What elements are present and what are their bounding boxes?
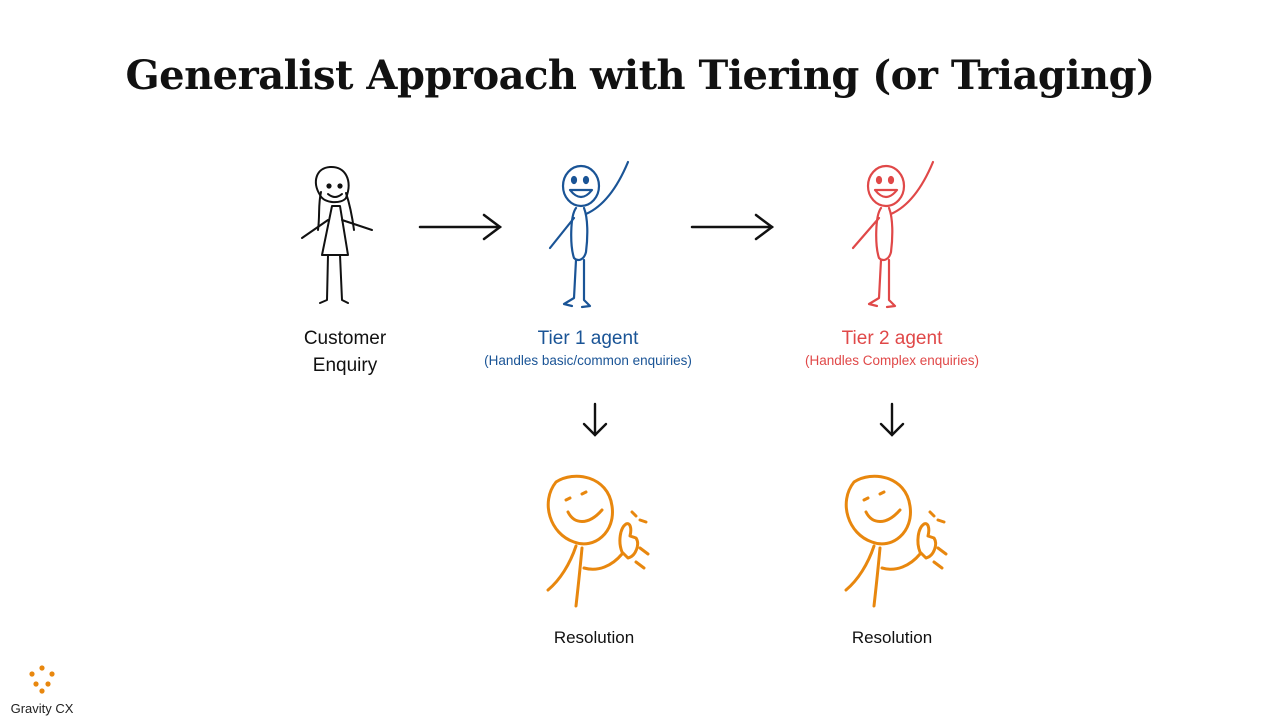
tier2-label: Tier 2 agent bbox=[841, 328, 943, 349]
tier2-agent-figure-icon bbox=[851, 160, 935, 309]
customer-label-line1: Customer bbox=[303, 328, 387, 349]
arrow-down-icon bbox=[879, 402, 905, 437]
dots-logo-icon bbox=[29, 665, 55, 694]
customer-label-line2: Enquiry bbox=[312, 355, 378, 376]
customer-label: Customer Enquiry bbox=[270, 325, 420, 379]
arrow-right-icon bbox=[418, 213, 503, 241]
resolution-thumbs-up-icon bbox=[844, 474, 948, 608]
brand-name: Gravity CX bbox=[10, 701, 74, 716]
arrow-down-icon bbox=[582, 402, 608, 437]
tier1-sublabel: (Handles basic/common enquiries) bbox=[484, 353, 692, 368]
arrow-right-icon bbox=[690, 213, 775, 241]
brand-logo: Gravity CX bbox=[0, 664, 84, 716]
resolution1-label: Resolution bbox=[553, 628, 635, 647]
tier1-label: Tier 1 agent bbox=[537, 328, 639, 349]
tier1-agent-figure-icon bbox=[548, 160, 630, 309]
customer-figure-icon bbox=[301, 165, 373, 304]
tier2-sublabel: (Handles Complex enquiries) bbox=[804, 353, 980, 368]
resolution2-label: Resolution bbox=[851, 628, 933, 647]
page-title: Generalist Approach with Tiering (or Tri… bbox=[125, 52, 1155, 99]
resolution-thumbs-up-icon bbox=[546, 474, 650, 608]
